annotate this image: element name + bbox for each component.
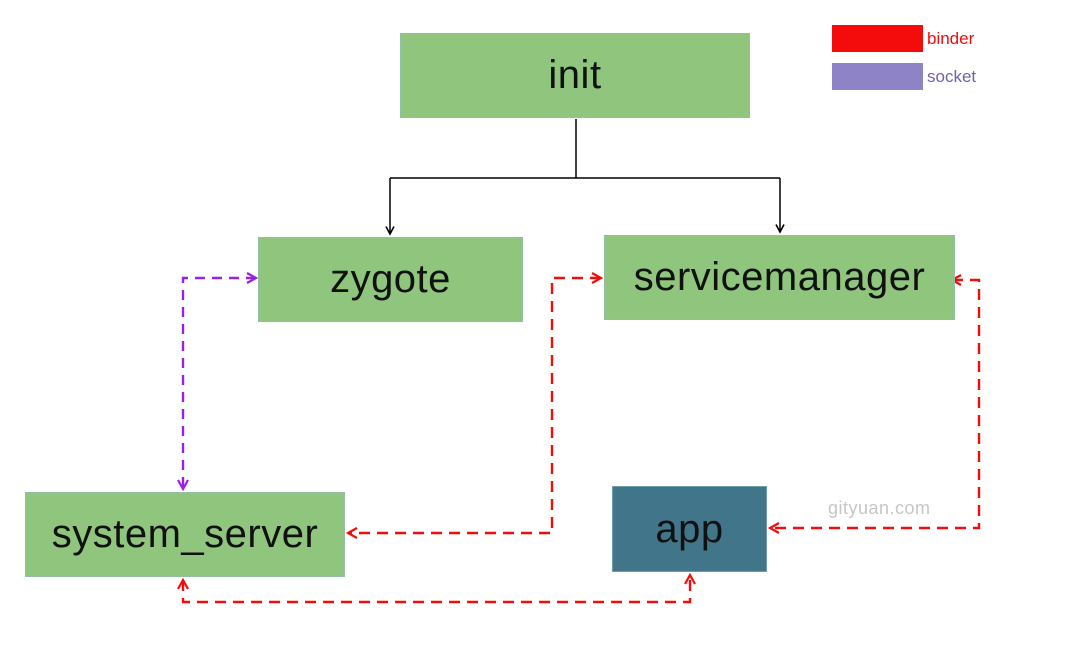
node-app: app	[612, 486, 767, 572]
edge-zygote-system-server-socket	[177, 272, 259, 492]
legend-binder-label: binder	[927, 28, 975, 48]
node-servicemanager: servicemanager	[604, 235, 955, 320]
node-app-label: app	[655, 506, 724, 551]
node-system-server-label: system_server	[51, 512, 319, 556]
edge-system-server-servicemanager-binder	[345, 272, 604, 539]
legend-socket-label: socket	[927, 66, 977, 86]
socket-color-swatch	[832, 63, 923, 90]
legend-item-socket: socket	[832, 63, 976, 90]
edge-app-servicemanager-binder	[767, 274, 981, 534]
edge-system-server-app-binder	[177, 572, 696, 604]
watermark: gityuan.com	[828, 498, 931, 518]
node-init-label: init	[548, 53, 602, 97]
node-system-server: system_server	[25, 492, 345, 577]
node-zygote-label: zygote	[330, 257, 451, 301]
node-init: init	[400, 33, 750, 118]
node-servicemanager-label: servicemanager	[633, 255, 926, 299]
node-zygote: zygote	[258, 237, 523, 322]
legend-item-binder: binder	[832, 25, 974, 52]
binder-color-swatch	[832, 25, 923, 52]
